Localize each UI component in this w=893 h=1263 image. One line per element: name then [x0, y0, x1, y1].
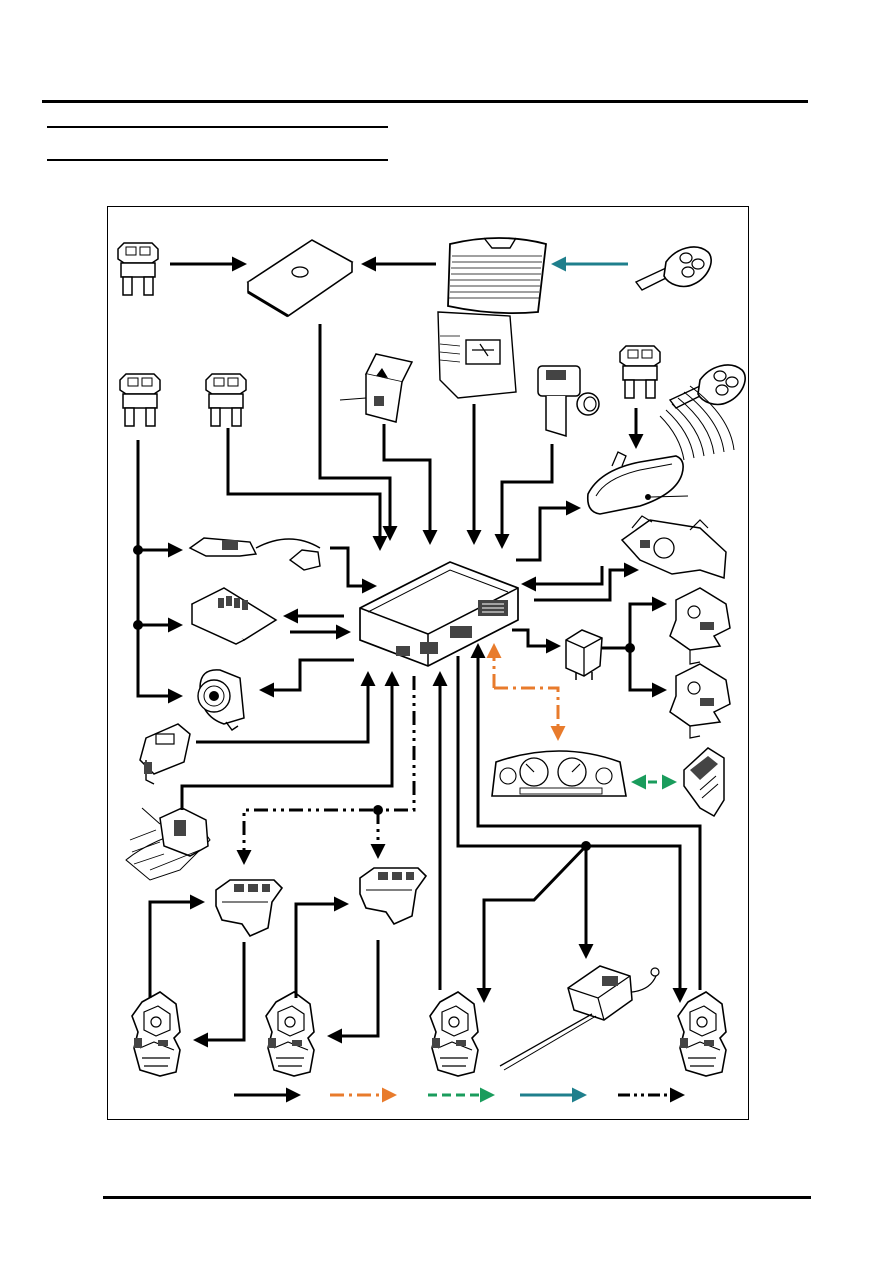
- remote-key-icon: [635, 246, 712, 291]
- header-rule-top: [42, 100, 808, 103]
- fascia-panel-icon: [437, 311, 517, 399]
- fuse-icon: [119, 373, 161, 427]
- footer-rule: [103, 1196, 811, 1199]
- bonnet-switch-icon: [139, 723, 191, 785]
- ignition-switch-icon: [537, 365, 600, 438]
- intrusion-sensor-icon: [188, 537, 321, 571]
- instrument-cluster-icon: [491, 750, 627, 797]
- interior-mirror-icon: [586, 451, 689, 515]
- door-latch-icon: [429, 991, 479, 1077]
- diagram-frame: [107, 206, 749, 1120]
- window-switch-pack-icon: [359, 867, 427, 925]
- hazard-switch-icon: [339, 353, 414, 423]
- door-latch-icon: [131, 991, 181, 1077]
- heated-rear-screen-icon: [447, 237, 547, 315]
- bonnet-latch-icon: [125, 807, 211, 881]
- door-latch-icon: [669, 587, 731, 665]
- window-switch-pack-icon: [215, 879, 283, 937]
- alarm-sounder-icon: [197, 669, 245, 731]
- fuse-icon: [619, 345, 661, 399]
- relay-icon: [565, 629, 603, 680]
- diagnostic-socket-icon: [683, 747, 725, 818]
- door-latch-icon: [265, 991, 315, 1077]
- receiver-module-icon: [246, 239, 354, 318]
- door-latch-icon: [669, 663, 731, 739]
- header-rule-2: [47, 159, 388, 161]
- body-control-module-icon: [359, 561, 519, 667]
- tailgate-actuator-icon: [620, 515, 727, 580]
- fuse-icon: [117, 242, 159, 296]
- fuse-icon: [205, 373, 247, 427]
- fuel-flap-actuator-icon: [499, 965, 660, 1071]
- header-rule-1: [47, 126, 388, 128]
- ultrasonic-sensor-icon: [191, 587, 278, 645]
- door-latch-icon: [677, 991, 727, 1077]
- rf-signal-icon: [659, 385, 735, 461]
